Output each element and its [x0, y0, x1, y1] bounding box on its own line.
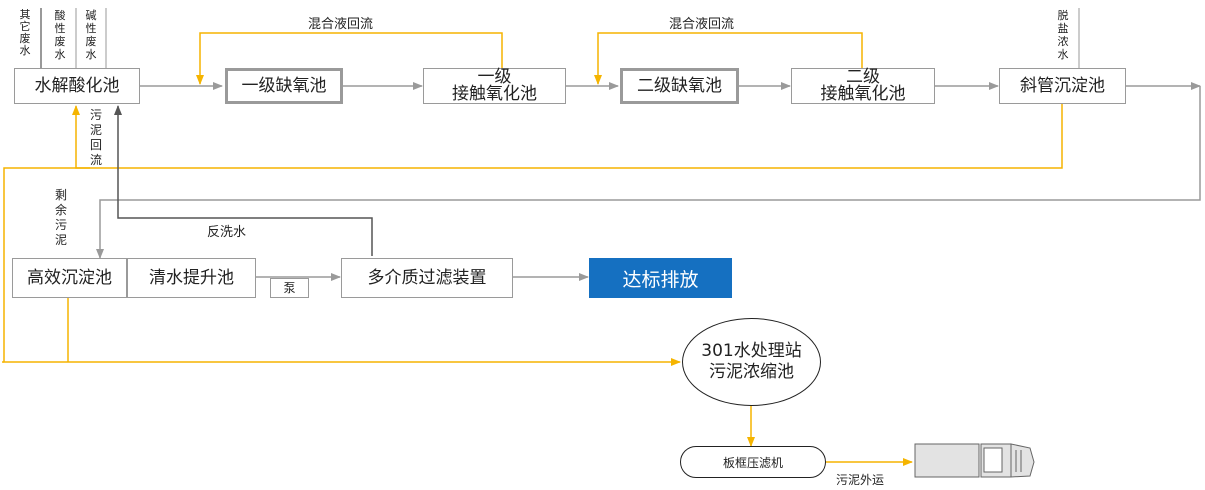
- input-label-desalination-concentrate: 脱盐浓水: [1057, 9, 1069, 61]
- unit-label: 一级: [477, 67, 512, 87]
- label-mixed-liquor-reflux-2: 混合液回流: [669, 17, 735, 32]
- input-label-other-wastewater: 其它废水: [19, 8, 31, 57]
- backwash-arrow: [114, 105, 373, 256]
- label-excess-sludge: 剩余污泥: [54, 188, 67, 247]
- unit-label: 二级缺氧池: [637, 76, 722, 96]
- sludge-line: [3, 167, 90, 360]
- unit-label: 泵: [283, 281, 296, 295]
- input-label-acid-wastewater: 酸性废水: [54, 9, 66, 61]
- unit-label: 301水处理站: [701, 341, 802, 361]
- unit-label: 二级: [846, 67, 880, 87]
- unit-plate-frame-filter-press: 板框压滤机: [680, 446, 826, 478]
- unit-standard-discharge: 达标排放: [589, 258, 732, 298]
- label-sludge-outbound: 污泥外运: [836, 473, 885, 487]
- label-sludge-reflux: 污泥回流: [89, 108, 102, 167]
- unit-contact-oxidation-tank-1: 一级 接触氧化池: [423, 68, 566, 104]
- reflux-arrow: [594, 32, 863, 85]
- unit-label: 多介质过滤装置: [367, 268, 487, 288]
- truck-icon: [914, 443, 1035, 478]
- reflux-arrow: [196, 32, 503, 85]
- unit-high-efficiency-settler: 高效沉淀池: [12, 258, 127, 298]
- label-mixed-liquor-reflux-1: 混合液回流: [308, 17, 374, 32]
- sludge-arrow: [3, 358, 681, 366]
- unit-anoxic-tank-2: 二级缺氧池: [620, 68, 739, 104]
- unit-sludge-thickener: 301水处理站 污泥浓缩池: [682, 318, 821, 406]
- unit-label: 接触氧化池: [820, 84, 906, 104]
- input-label-alkali-wastewater: 碱性废水: [85, 9, 97, 61]
- unit-label: 水解酸化池: [34, 76, 120, 96]
- unit-label: 高效沉淀池: [27, 268, 112, 288]
- unit-label: 接触氧化池: [452, 84, 537, 104]
- unit-label: 斜管沉淀池: [1020, 76, 1105, 96]
- unit-label: 板框压滤机: [722, 455, 783, 470]
- unit-label: 污泥浓缩池: [709, 362, 794, 382]
- sludge-reflux-arrow: [72, 104, 1063, 169]
- label-backwash-water: 反洗水: [207, 225, 247, 240]
- unit-clear-water-lift-tank: 清水提升池: [127, 258, 256, 298]
- unit-label: 一级缺氧池: [241, 76, 327, 96]
- unit-label: 达标排放: [622, 268, 699, 291]
- flow-arrow: [96, 86, 1201, 259]
- unit-pump: 泵: [270, 278, 309, 298]
- unit-inclined-tube-settler: 斜管沉淀池: [999, 68, 1126, 104]
- unit-contact-oxidation-tank-2: 二级 接触氧化池: [791, 68, 935, 104]
- unit-label: 清水提升池: [149, 268, 234, 288]
- unit-anoxic-tank-1: 一级缺氧池: [225, 68, 343, 104]
- unit-hydrolysis-acidification-tank: 水解酸化池: [14, 68, 140, 104]
- unit-multimedia-filter: 多介质过滤装置: [341, 258, 513, 298]
